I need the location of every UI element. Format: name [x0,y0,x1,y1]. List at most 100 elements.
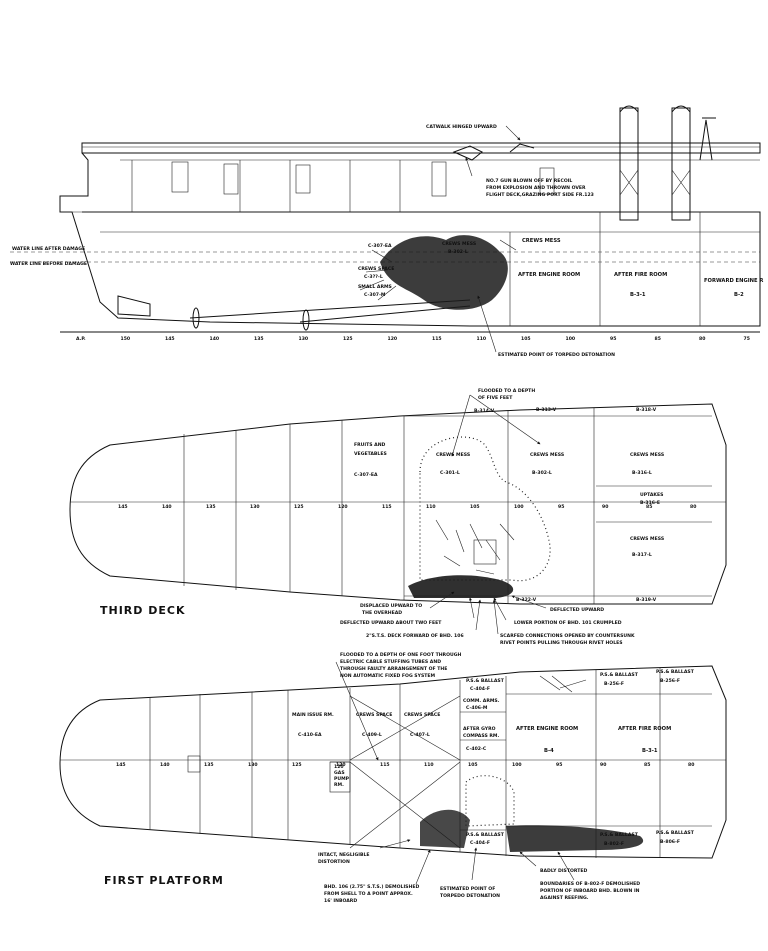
fp-gyro-id: C-402-C [466,746,487,752]
fp-comm: COMM. ARMS. [463,698,500,704]
fp-after-engine-id: B-4 [544,748,554,754]
td-lower-portion: LOWER PORTION OF BHD. 101 CRUMPLED [514,620,622,626]
frame-number: 150 [121,336,131,342]
profile-after-fire: AFTER FIRE ROOM [614,272,667,278]
td-uptakes-id: B-316-E [640,500,660,506]
fp-crews-space-2: CREWS SPACE [404,712,440,718]
frame-number: 115 [432,336,442,342]
td-top-id-1: B-314-V [474,408,495,414]
frame-number: 135 [206,504,216,510]
exhaust-stacks [619,105,716,221]
fp-bound-3: AGAINST REEFING. [540,895,589,901]
fp-ballast-6-id: C-404-F [470,840,490,846]
frame-number: 140 [160,762,170,768]
td-displaced-2: THE OVERHEAD [362,610,402,616]
td-deflected: DEFLECTED UPWARD [550,607,604,613]
fp-ballast-1-id: B-256-F [604,681,624,687]
fp-ballast-3: P.S.& BALLAST [600,832,639,838]
frame-number: 140 [210,336,220,342]
label-waterline-before: WATER LINE BEFORE DAMAGE [10,261,87,267]
fp-bhd-1: BHD. 106 (2.75" S.T.S.) DEMOLISHED [324,884,419,890]
fp-torpedo-2: TORPEDO DETONATION [440,893,500,899]
profile-crews-space: CREWS SPACE [358,266,394,272]
fp-ballast-1: P.S.& BALLAST [600,672,639,678]
callout-gun-1: NO.7 GUN BLOWN OFF BY RECOIL [486,178,572,184]
third-deck-flooding-boundary [419,436,551,582]
frame-number: 90 [602,504,608,510]
td-crews-mess-3: CREWS MESS [630,452,664,458]
profile-c307: C-307-EA [368,243,392,249]
td-crews-mess-4: CREWS MESS [630,536,664,542]
flight-deck [81,142,761,154]
frame-number: 110 [424,762,434,768]
first-platform-damage [420,675,644,852]
label-waterline-after: WATER LINE AFTER DAMAGE [12,246,85,252]
fp-gas-2: GAS [334,770,345,776]
fp-ballast-6: P.S.& BALLAST [466,832,505,838]
td-flooded-1: FLOODED TO A DEPTH [478,388,535,394]
td-crews-mess-2: CREWS MESS [530,452,564,458]
td-fruits-id: C-307-EA [354,472,378,478]
fp-after-engine: AFTER ENGINE ROOM [516,726,578,732]
fp-badly: BADLY DISTORTED [540,868,587,874]
fp-ballast-3-id: B-802-F [604,841,624,847]
frame-number: 100 [514,504,524,510]
callout-catwalk: CATWALK HINGED UPWARD [426,124,497,130]
fp-main-issue-id: C-410-EA [298,732,322,738]
frame-number: 85 [646,504,652,510]
fp-gas-1: 120 [334,764,344,770]
fp-gas-3: PUMP [334,776,350,782]
fp-after-fire-id: B-3-1 [642,748,658,754]
profile-c-space2: C-3??-L [364,274,383,280]
frame-number: 115 [382,504,392,510]
frame-number: 130 [299,336,309,342]
fp-bhd-2: FROM SHELL TO A POINT APPROX. [324,891,413,897]
callout-gun-3: FLIGHT DECK,GRAZING PORT SIDE FR.123 [486,192,594,198]
td-flooded-2: OF FIVE FEET [478,395,513,401]
fp-flooded-4: NON AUTOMATIC FIXED FOG SYSTEM [340,673,436,679]
frame-number: 80 [688,762,694,768]
profile-small-arms: SMALL ARMS [358,284,392,290]
fp-intact-2: DISTORTION [318,859,350,865]
frame-number: 115 [380,762,390,768]
fp-gas-4: RM. [334,782,344,788]
fp-comm-id: C-406-M [466,705,488,711]
td-bot-id-1: B-322-V [516,597,537,603]
title-first-platform: FIRST PLATFORM [104,874,224,887]
fp-gyro-2: COMPASS RM. [463,733,499,739]
td-crews-mess-4-id: B-317-L [632,552,652,558]
hull-profile [59,152,761,327]
fp-crews-space-1: CREWS SPACE [356,712,392,718]
fp-main-issue: MAIN ISSUE RM. [292,712,334,718]
frame-number: 85 [655,336,661,342]
fp-flooded-1: FLOODED TO A DEPTH OF ONE FOOT THROUGH [340,652,461,658]
fp-bound-2: PORTION OF INBOARD BHD. BLOWN IN [540,888,640,894]
title-third-deck: THIRD DECK [100,604,185,617]
frame-number: 80 [699,336,705,342]
frame-number: A.P. [76,336,86,342]
frame-number: 145 [116,762,126,768]
fp-intact-1: INTACT, NEGLIGIBLE [318,852,370,858]
td-sts: 2"S.T.S. DECK FORWARD OF BHD. 106 [366,633,464,639]
fp-flooded-3: THROUGH FAULTY ARRANGEMENT OF THE [340,666,447,672]
fp-crews-space-2-id: C-407-L [410,732,430,738]
td-crews-mess-1: CREWS MESS [436,452,470,458]
td-crews-mess-1-id: C-301-L [440,470,460,476]
frame-number: 125 [294,504,304,510]
td-uptakes: UPTAKES [640,492,663,498]
profile-damage-area [359,235,517,310]
fp-ballast-4: P.S.& BALLAST [656,830,695,836]
callout-gun-2: FROM EXPLOSION AND THROWN OVER [486,185,586,191]
frame-number: 135 [204,762,214,768]
frame-number: 95 [558,504,564,510]
profile-after-fire-id: B-3-1 [630,292,646,298]
fp-gyro-1: AFTER GYRO [463,726,496,732]
callout-torpedo-profile: ESTIMATED POINT OF TORPEDO DETONATION [498,352,615,358]
td-bot-id-2: B-319-V [636,597,657,603]
td-top-id-3: B-318-V [636,407,657,413]
